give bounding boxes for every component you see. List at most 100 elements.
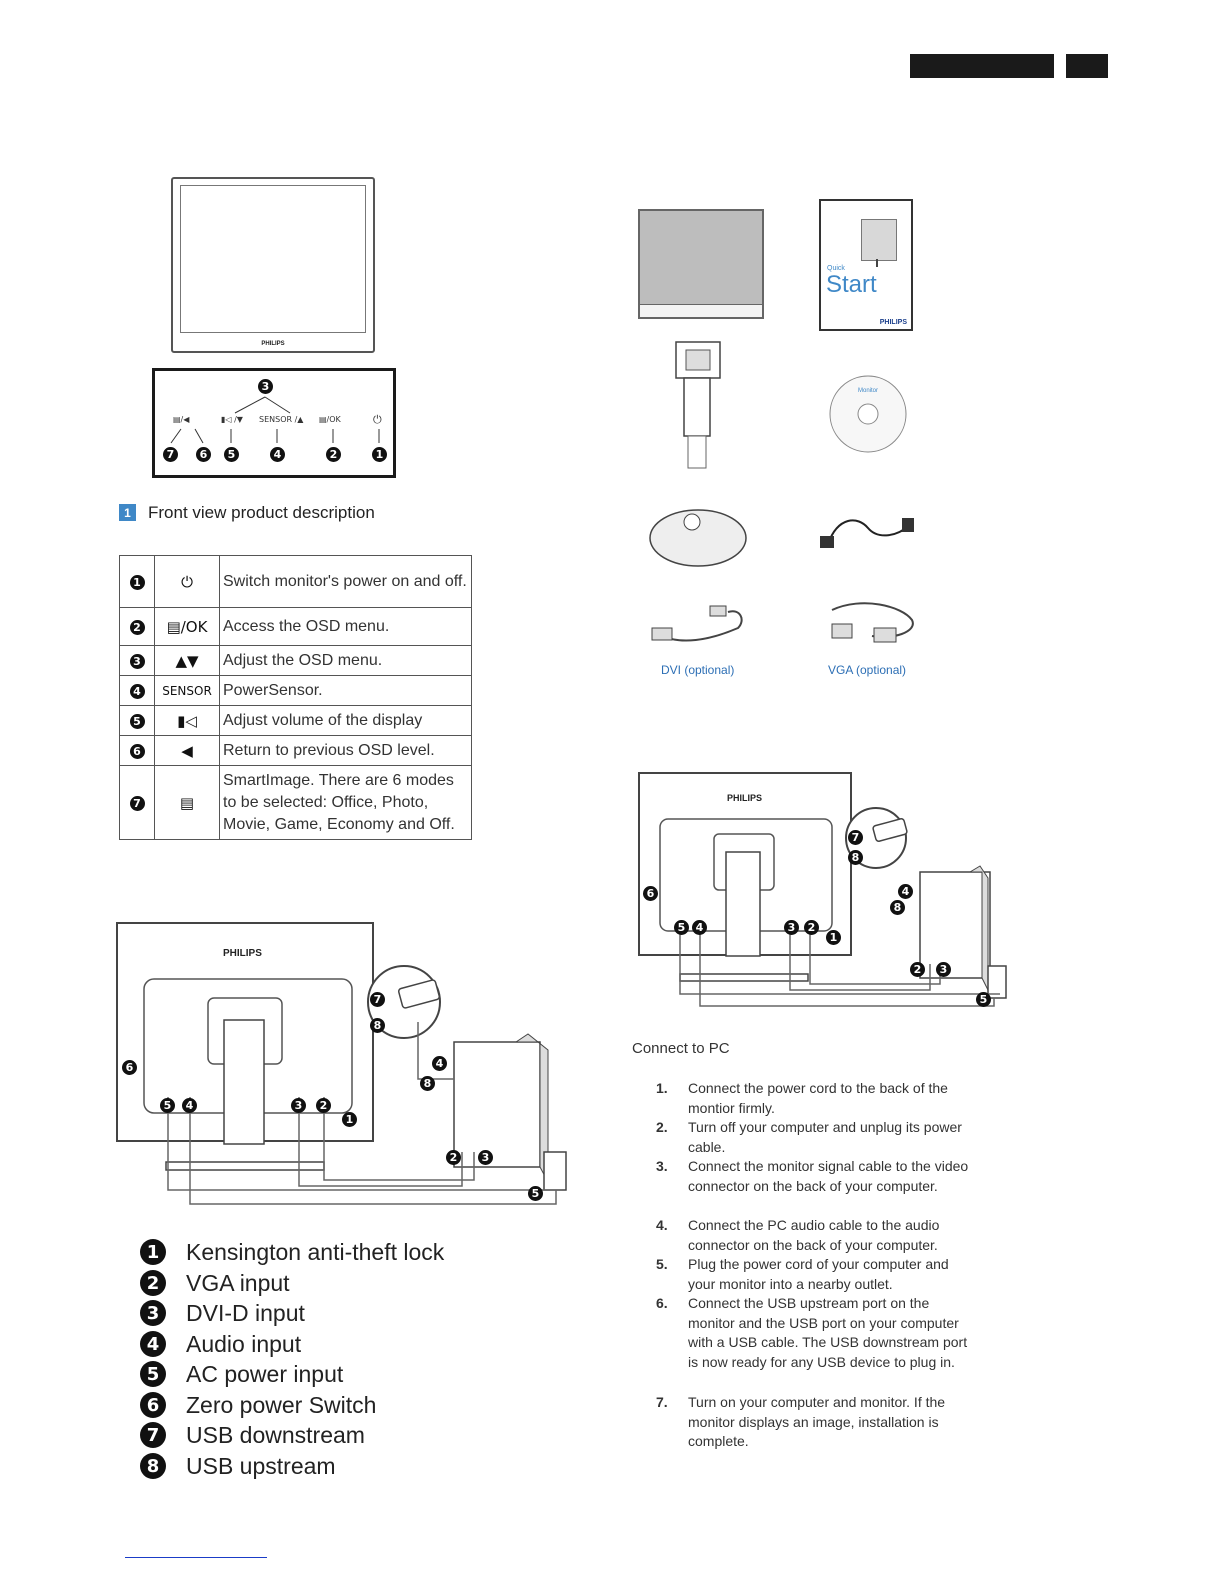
vga-cable-image [831,602,914,643]
row-description: Return to previous OSD level. [219,735,472,766]
step-number: 1. [656,1080,668,1096]
callout-number: 4 [692,920,707,935]
step-text: Connect the USB upstream port on the mon… [688,1295,968,1371]
rear-brand: PHILIPS [223,948,262,959]
connect-to-pc-diagram: PHILIPS 6 5 4 3 2 1 7 8 4 8 2 3 5 [638,772,1024,1018]
section-title: Front view product description [148,503,375,522]
row-description: Switch monitor's power on and off. [219,555,472,608]
row-number-cell: 7 [119,765,155,840]
package-monitor-image [638,209,764,319]
connect-drawing: PHILIPS [638,772,1007,1007]
callout-number: 6 [196,447,211,462]
row-number: 1 [129,575,145,590]
callout-number: 5 [224,447,239,462]
row-number-cell: 1 [119,555,155,608]
dvi-cable-image [651,605,743,642]
row-description: SmartImage. There are 6 modes to be sele… [219,765,472,840]
sensor-up-label: SENSOR /▲ [259,415,304,424]
list-item: 1.Connect the power cord to the back of … [656,1079,976,1118]
callout-number: 4 [432,1056,447,1071]
legend-number: 3 [140,1300,166,1326]
rear-view-diagram: PHILIPS 6 5 4 3 2 1 7 8 4 8 2 3 5 [116,922,578,1214]
front-controls-table: 1 ⏻ Switch monitor's power on and off. 2… [119,555,472,840]
row-description: Adjust the OSD menu. [219,645,472,676]
legend-number: 4 [140,1331,166,1357]
callout-number: 3 [478,1150,493,1165]
callout-number: 5 [528,1186,543,1201]
legend-number: 5 [140,1361,166,1387]
monitor-brand: PHILIPS [261,341,285,347]
row-number: 5 [129,714,145,729]
menu-ok-icon: ▤/OK [154,607,220,646]
table-row: 2 ▤/OK Access the OSD menu. [119,607,472,646]
callout-number: 1 [342,1112,357,1127]
callout-number: 2 [326,447,341,462]
cd-label: Monitor [858,388,878,394]
legend-item: 6 Zero power Switch [140,1390,376,1420]
callout-number: 1 [826,930,841,945]
callout-number: 2 [910,962,925,977]
volume-icon: ▮◁ [154,705,220,736]
row-number: 4 [129,684,145,699]
step-number: 7. [656,1394,668,1410]
legend-label: USB upstream [186,1452,336,1479]
quick-start-small-text: Quick [827,265,845,272]
row-number: 2 [129,620,145,635]
rear-view-drawing: PHILIPS [116,922,567,1205]
list-item: 6. Connect the USB upstream port on the m… [656,1294,976,1373]
header-bar-right [1066,54,1108,78]
row-number: 3 [129,654,145,669]
callout-number: 6 [643,886,658,901]
callout-number: 5 [976,992,991,1007]
callout-number: 7 [848,830,863,845]
legend-label: DVI-D input [186,1299,305,1326]
menu-ok-label: ▤/OK [319,415,341,424]
power-icon: ⏻ [373,413,382,426]
row-number-cell: 3 [119,645,155,676]
quick-start-brand: PHILIPS [879,319,907,326]
callout-number: 2 [446,1150,461,1165]
legend-label: VGA input [186,1269,290,1296]
row-number-cell: 6 [119,735,155,766]
list-item: 2.Turn off your computer and unplug its … [656,1118,976,1157]
step-number: 3. [656,1158,668,1174]
step-text: Plug the power cord of your computer and… [688,1256,949,1292]
list-item: 4.Connect the PC audio cable to the audi… [656,1216,976,1255]
row-description: Access the OSD menu. [219,607,472,646]
callout-number: 5 [674,920,689,935]
up-down-arrows-icon: ▲▼ [154,645,220,676]
callout-number: 8 [890,900,905,915]
quick-start-title: Start [826,271,877,298]
callout-number: 4 [182,1098,197,1113]
row-description: PowerSensor. [219,675,472,706]
callout-number: 3 [784,920,799,935]
table-row: 4 SENSOR PowerSensor. [119,675,472,706]
control-buttons-diagram: 3 ▤/◀ ▮◁ /▼ SENSOR /▲ ▤/OK ⏻ 7 6 5 4 2 1 [152,368,396,478]
callout-number: 8 [370,1018,385,1033]
step-number: 6. [656,1295,668,1311]
table-row: 7 ▤ SmartImage. There are 6 modes to be … [119,765,472,840]
footer-rule [125,1557,267,1558]
row-description: Adjust volume of the display [219,705,472,736]
legend-number: 6 [140,1392,166,1418]
monitor-front-illustration: PHILIPS [171,177,375,353]
back-arrow-icon: ◀ [154,735,220,766]
legend-label: Zero power Switch [186,1391,377,1418]
step-text: Connect the PC audio cable to the audio … [688,1217,940,1253]
quick-start-guide-image: Quick Start PHILIPS [819,199,913,331]
callout-number: 7 [370,992,385,1007]
monitor-screen [180,185,366,333]
row-number-cell: 5 [119,705,155,736]
callout-number: 2 [804,920,819,935]
callout-number: 4 [270,447,285,462]
legend-number: 7 [140,1422,166,1448]
list-item: 3. Connect the monitor signal cable to th… [656,1157,976,1196]
row-number-cell: 2 [119,607,155,646]
legend-item: 3 DVI-D input [140,1298,305,1328]
step-text: Connect the monitor signal cable to the … [688,1158,969,1194]
callout-number: 3 [291,1098,306,1113]
dvi-caption: DVI (optional) [661,663,735,677]
step-text: Turn off your computer and unplug its po… [688,1119,962,1155]
